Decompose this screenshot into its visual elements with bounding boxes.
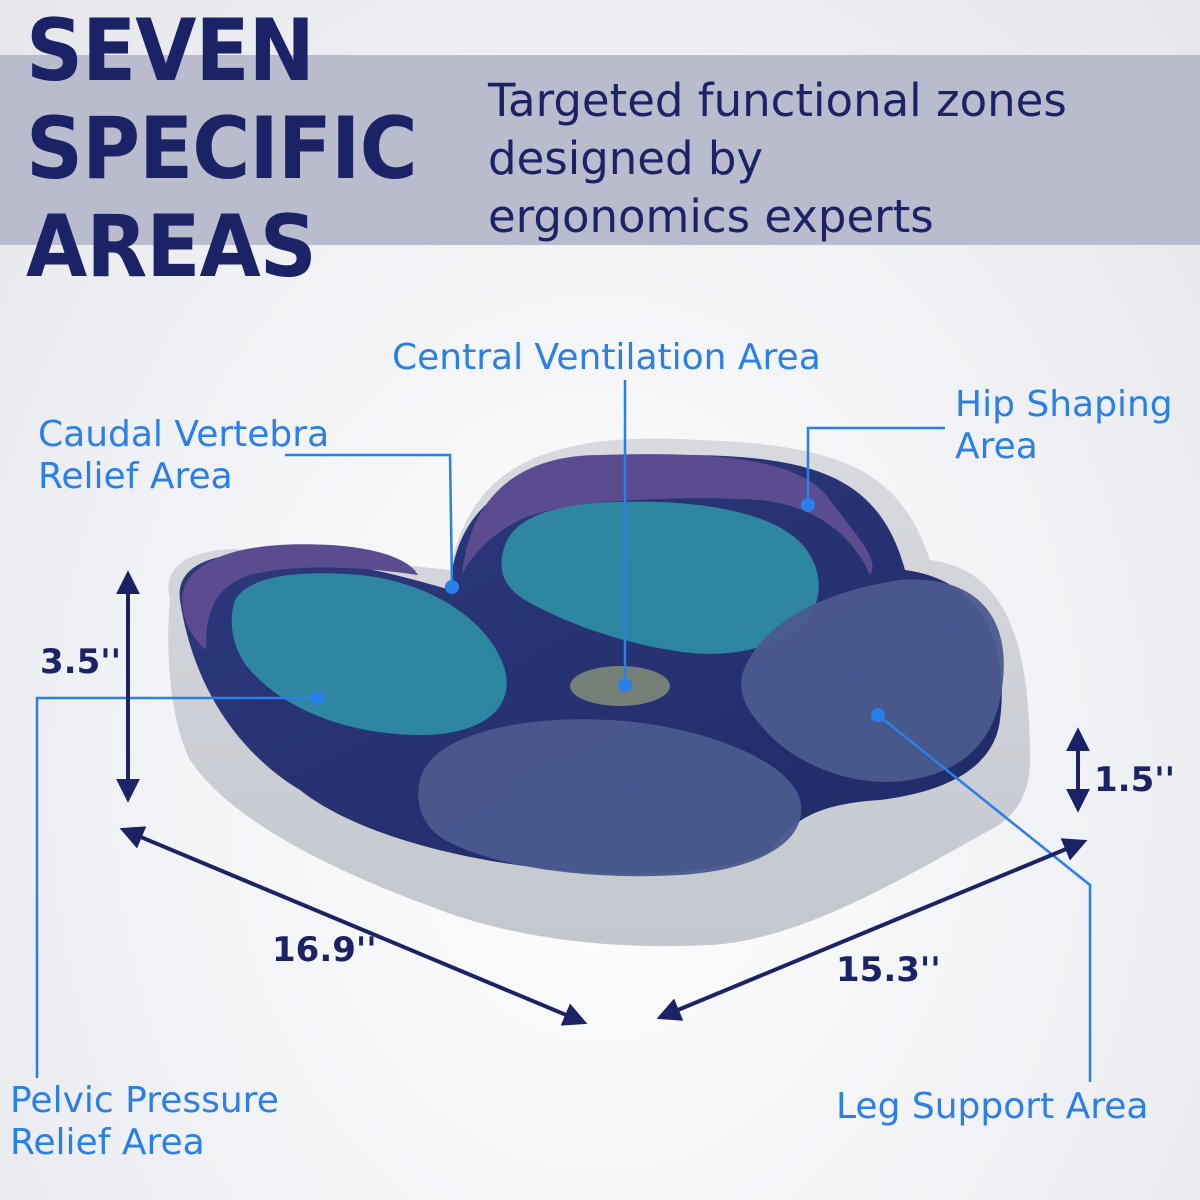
label-line: Relief Area: [38, 456, 233, 497]
marker-dot: [871, 708, 885, 722]
subtitle-line: ergonomics experts: [488, 190, 934, 243]
dim-height-front: 1.5'': [1094, 760, 1176, 800]
label-pelvic-pressure: Pelvic Pressure Relief Area: [10, 1080, 279, 1164]
label-line: Relief Area: [10, 1122, 205, 1163]
headline-line: SEVEN: [26, 1, 315, 101]
dim-width: 16.9'': [272, 930, 377, 970]
leader-hip: [806, 426, 945, 503]
marker-dot: [445, 580, 459, 594]
dim-arrow-width: [119, 826, 588, 1026]
label-line: Pelvic Pressure: [10, 1080, 279, 1121]
headline: SEVEN SPECIFIC AREAS: [26, 2, 451, 296]
label-line: Area: [955, 426, 1038, 467]
leader-caudal: [285, 453, 454, 586]
leader-leg: [877, 714, 1092, 1082]
label-caudal-vertebra: Caudal Vertebra Relief Area: [38, 414, 329, 498]
dim-depth: 15.3'': [836, 950, 941, 990]
label-hip-shaping: Hip Shaping Area: [955, 384, 1173, 468]
label-line: Hip Shaping: [955, 384, 1173, 425]
label-central-ventilation: Central Ventilation Area: [392, 337, 821, 378]
marker-dot: [618, 678, 632, 692]
hip-wing-right: [462, 454, 873, 575]
hip-wing-left: [182, 544, 418, 650]
gel-pad-left: [231, 573, 507, 735]
headline-line: SPECIFIC: [26, 99, 418, 199]
dim-height-back: 3.5'': [40, 642, 122, 682]
gel-pad-back: [501, 501, 819, 654]
subtitle-line: Targeted functional zones: [488, 74, 1067, 127]
header-band: [0, 55, 1200, 245]
leg-pad-right: [741, 579, 1004, 782]
dim-arrow-depth: [656, 838, 1088, 1021]
leader-lines: [35, 380, 1092, 1082]
subtitle-line: designed by: [488, 132, 764, 185]
subtitle: Targeted functional zones designed by er…: [488, 72, 1188, 246]
leader-pelvic: [35, 696, 318, 1078]
headline-line: AREAS: [26, 197, 317, 297]
label-leg-support: Leg Support Area: [836, 1086, 1149, 1127]
marker-dot: [311, 691, 325, 705]
label-line: Caudal Vertebra: [38, 414, 330, 455]
marker-dot: [801, 498, 815, 512]
